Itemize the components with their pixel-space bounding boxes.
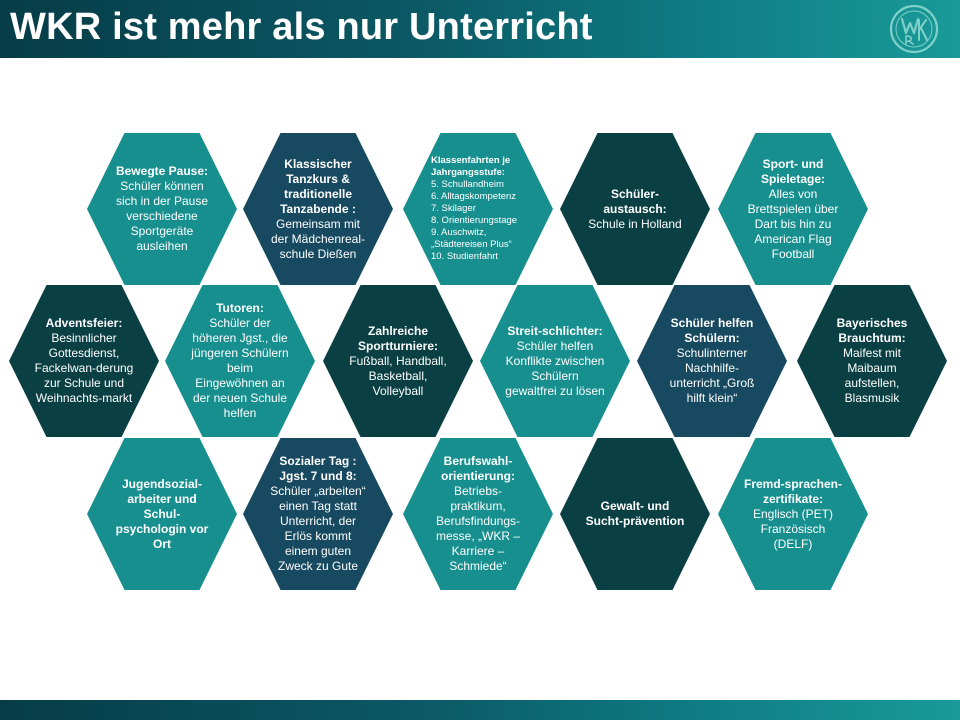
hex-heading: Streit-schlichter: (507, 323, 603, 338)
hex-schueler-helfen: Schüler helfen Schülern: Schulinterner N… (637, 285, 787, 437)
hex-bewegte-pause: Bewegte Pause: Schüler können sich in de… (87, 133, 237, 285)
hex-body: Schüler können sich in der Pause verschi… (115, 179, 209, 253)
hex-heading: Sozialer Tag : Jgst. 7 und 8: (279, 454, 357, 483)
hex-heading: Tutoren: (216, 301, 264, 315)
hex-jugendsozialarbeit: Jugendsozial-arbeiter und Schul-psycholo… (87, 438, 237, 590)
hex-heading: Bayerisches Brauchtum: (836, 316, 908, 345)
hex-klassenfahrten: Klassenfahrten je Jahrgangsstufe: 5. Sch… (403, 133, 553, 285)
hex-tanzkurs: Klassischer Tanzkurs & traditionelle Tan… (243, 133, 393, 285)
hex-streitschlichter: Streit-schlichter: Schüler helfen Konfli… (480, 285, 630, 437)
hex-heading: Sport- und Spieletage: (760, 156, 826, 186)
hex-heading: Zahlreiche Sportturniere: (357, 323, 438, 353)
hex-body: Englisch (PET) Französisch (DELF) (752, 506, 834, 551)
hex-body: Fußball, Handball, Basketball, Volleybal… (349, 353, 447, 398)
hex-sportturniere: Zahlreiche Sportturniere: Fußball, Handb… (323, 285, 473, 437)
hex-body: Besinnlicher Gottesdienst, Fackelwan-der… (34, 331, 134, 405)
hex-heading: Klassischer Tanzkurs & traditionelle Tan… (280, 156, 356, 216)
hex-schueleraustausch: Schüler-austausch: Schule in Holland (560, 133, 710, 285)
hex-body: Schüler helfen Konflikte zwischen Schüle… (505, 338, 605, 398)
hex-heading: Schüler helfen Schülern: (670, 316, 754, 345)
header-bar: WKR ist mehr als nur Unterricht (0, 0, 960, 58)
hex-heading: Bewegte Pause: (115, 164, 209, 178)
hex-body: Schüler „arbeiten“ einen Tag statt Unter… (270, 484, 366, 573)
page-title: WKR ist mehr als nur Unterricht (10, 6, 593, 48)
hex-body: Alles von Brettspielen über Dart bis hin… (747, 186, 839, 261)
hex-heading: Gewalt- und Sucht-prävention (585, 499, 685, 528)
hex-heading: Jugendsozial-arbeiter und Schul-psycholo… (115, 476, 209, 551)
hex-body: Maifest mit Maibaum aufstellen, Blasmusi… (842, 346, 901, 405)
hex-heading: Fremd-sprachen-zertifikate: (743, 476, 843, 506)
hex-heading: Klassenfahrten je Jahrgangsstufe: (431, 155, 511, 178)
hex-body: 5. Schullandheim 6. Alltagskompetenz 7. … (431, 179, 518, 262)
hex-sozialer-tag: Sozialer Tag : Jgst. 7 und 8: Schüler „a… (243, 438, 393, 590)
wkr-logo-icon (889, 4, 939, 54)
hex-brauchtum: Bayerisches Brauchtum: Maifest mit Maiba… (797, 285, 947, 437)
hex-berufswahl: Berufswahl-orientierung: Betriebs-prakti… (403, 438, 553, 590)
hex-body: Schulinterner Nachhilfe-unterricht „Groß… (669, 346, 755, 405)
hex-body: Gemeinsam mit der Mädchenreal-schule Die… (270, 216, 366, 261)
hex-tutoren: Tutoren: Schüler der höheren Jgst., die … (165, 285, 315, 437)
hex-heading: Adventsfeier: (45, 316, 123, 330)
hex-body: Schule in Holland (588, 216, 682, 231)
hex-heading: Schüler-austausch: (603, 186, 667, 216)
hex-fremdsprachen: Fremd-sprachen-zertifikate: Englisch (PE… (718, 438, 868, 590)
hex-gewaltpraevention: Gewalt- und Sucht-prävention (560, 438, 710, 590)
hex-sport-spieletage: Sport- und Spieletage: Alles von Brettsp… (718, 133, 868, 285)
hex-adventsfeier: Adventsfeier: Besinnlicher Gottesdienst,… (9, 285, 159, 437)
hex-heading: Berufswahl-orientierung: (441, 454, 515, 483)
hex-body: Schüler der höheren Jgst., die jüngeren … (191, 316, 289, 420)
footer-bar (0, 700, 960, 720)
hex-body: Betriebs-praktikum, Berufsfindungs-messe… (435, 484, 521, 573)
